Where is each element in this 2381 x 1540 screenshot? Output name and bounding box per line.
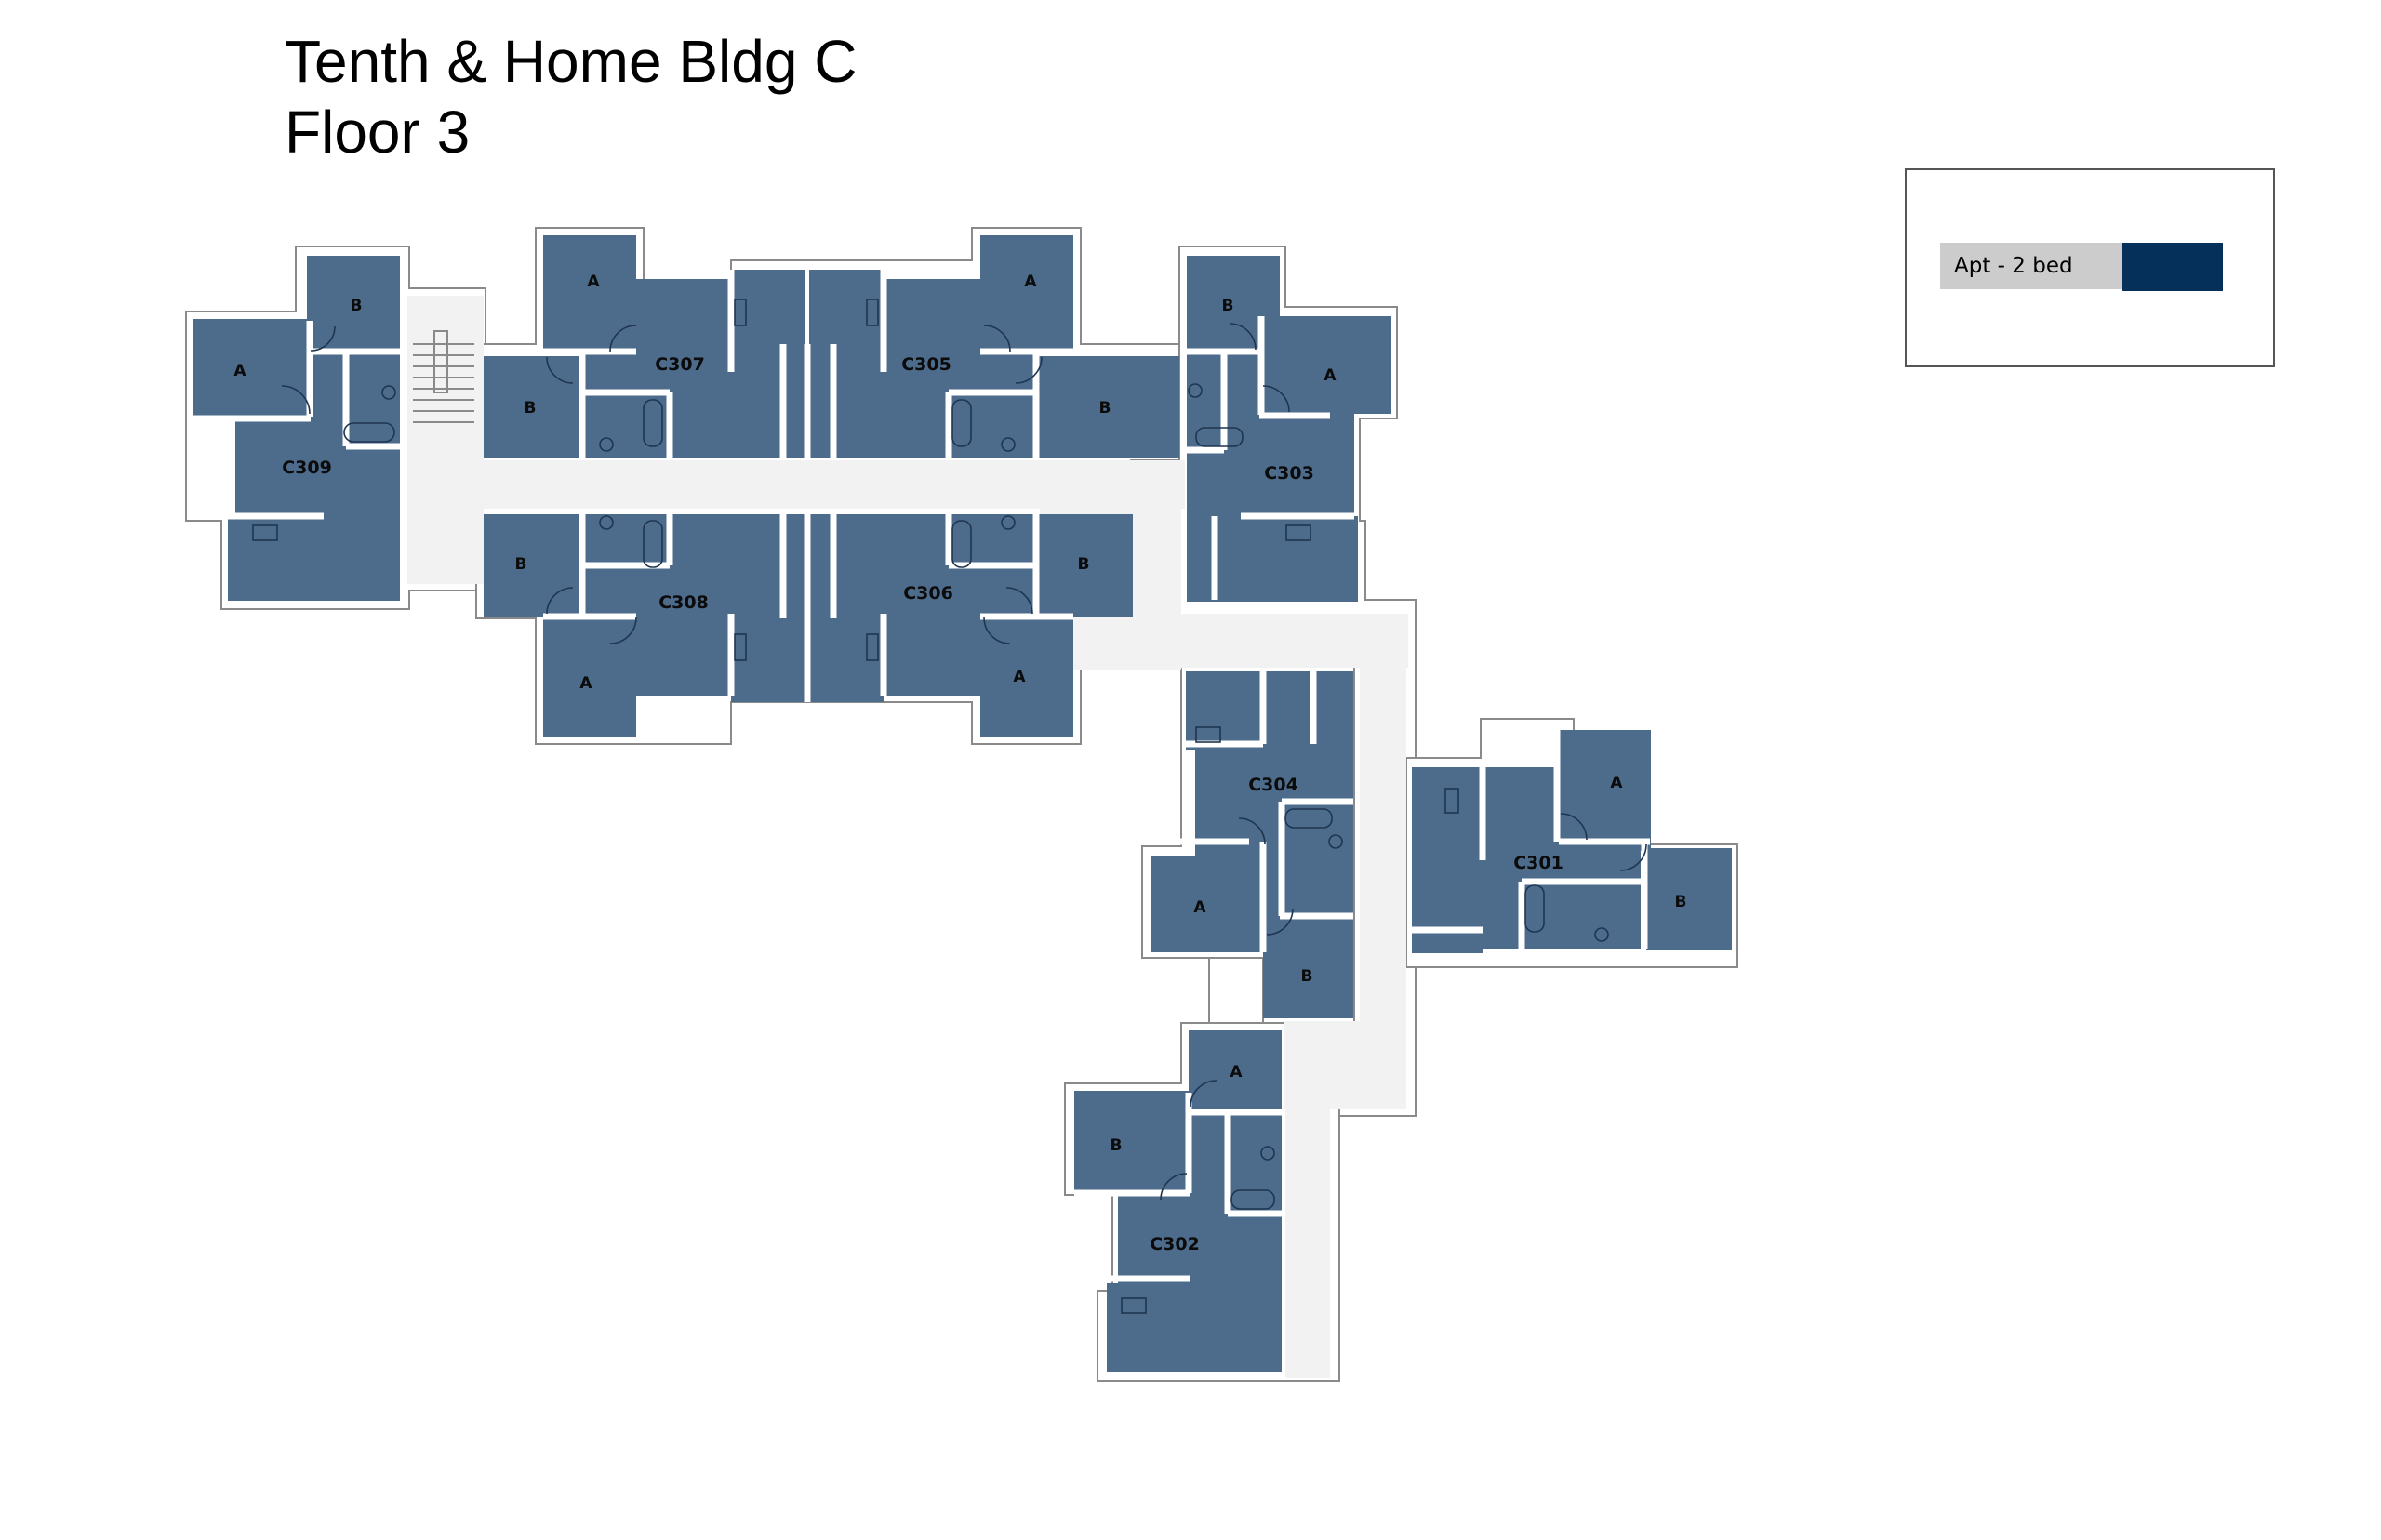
unit-label: C303 <box>1264 463 1314 484</box>
bathtub-icon <box>951 520 972 568</box>
floor-title: Floor 3 <box>285 99 471 166</box>
unit-c307[interactable]: A B C307 <box>484 235 805 458</box>
unit-c308[interactable]: B A C308 <box>484 514 805 737</box>
room-label-a: A <box>1230 1063 1243 1082</box>
kitchen-sink-icon <box>1285 524 1311 541</box>
page-title: Tenth & Home Bldg C Floor 3 <box>285 26 857 167</box>
bathtub-icon <box>951 399 972 447</box>
corridor-south <box>1285 1107 1330 1378</box>
room-label-b: B <box>1078 555 1090 574</box>
room-label-a: A <box>1324 366 1337 385</box>
legend-item-2bed: Apt - 2 bed <box>1940 243 2223 291</box>
kitchen-sink-icon <box>866 299 879 326</box>
room-label-b: B <box>1222 297 1234 315</box>
unit-label: C306 <box>903 583 953 604</box>
stairwell <box>407 296 484 584</box>
sink-icon <box>1001 515 1016 530</box>
bathtub-icon <box>1284 808 1333 829</box>
room-label-b: B <box>1301 967 1313 986</box>
kitchen-sink-icon <box>1121 1297 1147 1314</box>
bathtub-icon <box>643 520 663 568</box>
kitchen-sink-icon <box>734 633 747 661</box>
unit-c305[interactable]: A B C305 <box>804 235 1179 458</box>
kitchen-sink-icon <box>252 524 278 541</box>
room-label-a: A <box>233 362 246 380</box>
kitchen-sink-icon <box>1444 788 1459 814</box>
unit-c303[interactable]: B A C303 <box>1187 256 1391 602</box>
sink-icon <box>599 515 614 530</box>
room-label-a: A <box>579 674 592 693</box>
bathtub-icon <box>1524 884 1545 933</box>
unit-c306[interactable]: B A C306 <box>804 514 1133 737</box>
unit-label: C305 <box>901 354 951 375</box>
unit-c304[interactable]: A B C304 <box>1151 671 1353 1018</box>
room-label-b: B <box>351 297 363 315</box>
unit-label: C308 <box>658 592 709 613</box>
kitchen-sink-icon <box>734 299 747 326</box>
corridor-east-link <box>1181 614 1408 668</box>
sink-icon <box>381 385 396 400</box>
room-label-b: B <box>515 555 527 574</box>
sink-icon <box>1188 383 1203 398</box>
bathtub-icon <box>1230 1189 1275 1210</box>
bathtub-icon <box>643 399 663 447</box>
sink-icon <box>1260 1146 1275 1161</box>
unit-c301[interactable]: A B C301 <box>1412 730 1732 953</box>
corridor-south-landing <box>1284 1021 1406 1109</box>
sink-icon <box>1328 834 1343 849</box>
legend-swatch <box>2122 243 2223 291</box>
room-label-a: A <box>1193 898 1206 917</box>
kitchen-sink-icon <box>1195 726 1221 743</box>
legend: Apt - 2 bed <box>1905 168 2275 367</box>
corridors <box>407 296 1408 1378</box>
sink-icon <box>1001 437 1016 452</box>
stair-treads-icon <box>413 330 474 423</box>
room-label-a: A <box>1024 272 1037 291</box>
room-label-b: B <box>1675 893 1687 911</box>
room-label-b: B <box>1111 1136 1123 1155</box>
unit-label: C307 <box>655 354 705 375</box>
unit-label: C309 <box>282 458 332 478</box>
room-label-a: A <box>1610 774 1623 792</box>
unit-label: C301 <box>1513 853 1563 873</box>
sink-icon <box>599 437 614 452</box>
room-label-a: A <box>1013 668 1026 686</box>
room-label-a: A <box>587 272 600 291</box>
bathtub-icon <box>343 422 395 443</box>
room-label-b: B <box>525 399 537 418</box>
sink-icon <box>1594 927 1609 942</box>
unit-c309[interactable]: B A C309 <box>193 256 400 601</box>
room-label-b: B <box>1099 399 1111 418</box>
legend-label: Apt - 2 bed <box>1940 243 2122 289</box>
unit-label: C302 <box>1150 1234 1200 1255</box>
bathtub-icon <box>1195 427 1244 447</box>
unit-label: C304 <box>1248 775 1298 795</box>
building-title: Tenth & Home Bldg C <box>285 28 858 95</box>
unit-c302[interactable]: A B C302 <box>1074 1030 1282 1372</box>
kitchen-sink-icon <box>866 633 879 661</box>
